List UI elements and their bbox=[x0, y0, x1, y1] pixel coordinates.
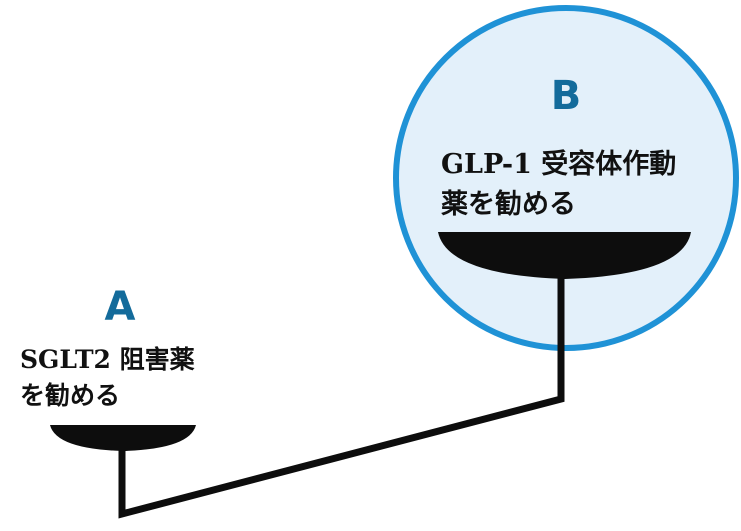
option-a-line-2: を勧める bbox=[20, 381, 121, 410]
option-b-line-2: 薬を勧める bbox=[441, 189, 576, 220]
scale-beam bbox=[118, 275, 565, 519]
option-a-label: SGLT2 阻害薬 を勧める bbox=[20, 342, 195, 414]
option-b-letter: B bbox=[550, 73, 582, 119]
option-a-line-1: SGLT2 阻害薬 bbox=[20, 345, 195, 374]
pan-b bbox=[438, 232, 691, 279]
option-b-line-1: GLP-1 受容体作動 bbox=[441, 149, 677, 180]
pan-a bbox=[50, 425, 196, 451]
option-a-letter: A bbox=[104, 284, 136, 330]
option-b-label: GLP-1 受容体作動 薬を勧める bbox=[441, 145, 676, 225]
